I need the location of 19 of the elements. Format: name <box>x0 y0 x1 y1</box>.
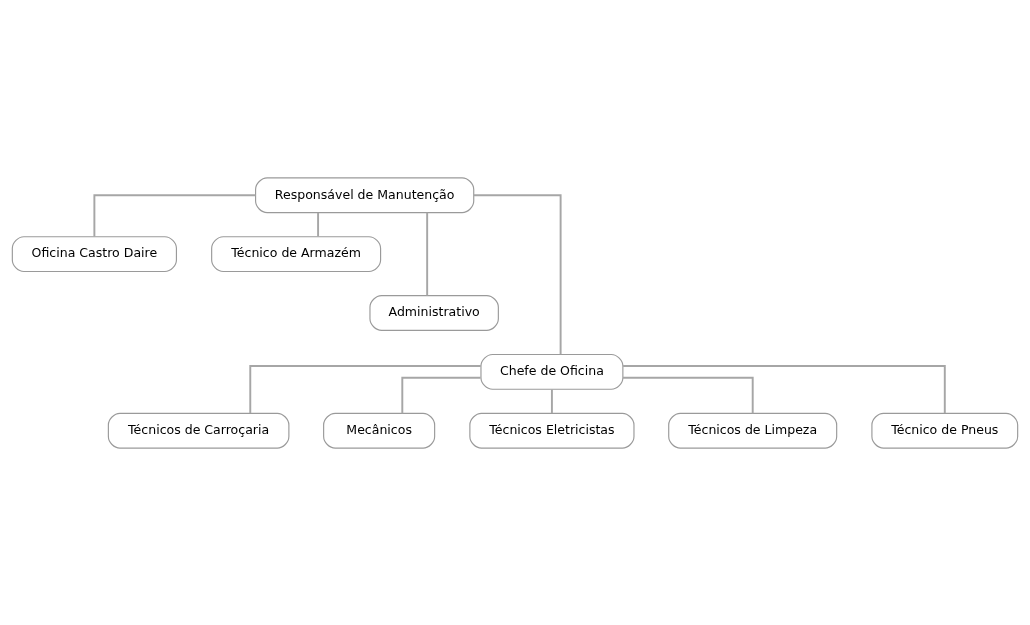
connector <box>622 364 946 414</box>
node-box: Técnicos de Carroçaria <box>107 412 290 449</box>
connector <box>550 388 553 414</box>
node-box: Chefe de Oficina <box>480 353 624 390</box>
node-box: Mecânicos <box>323 412 436 449</box>
node-box: Técnicos Eletricistas <box>469 412 635 449</box>
node-box: Técnico de Armazém <box>211 235 382 272</box>
connector <box>317 211 320 237</box>
connector <box>426 211 429 296</box>
node-box: Administrativo <box>369 294 499 331</box>
connector <box>93 193 257 237</box>
node-box: Técnicos de Limpeza <box>668 412 838 449</box>
connector <box>622 376 754 414</box>
connector <box>472 193 562 355</box>
node-box: Técnico de Pneus <box>871 412 1019 449</box>
connector <box>249 364 482 414</box>
connector <box>401 376 482 414</box>
node-box: Responsável de Manutenção <box>255 176 475 213</box>
node-box: Oficina Castro Daire <box>11 235 177 272</box>
